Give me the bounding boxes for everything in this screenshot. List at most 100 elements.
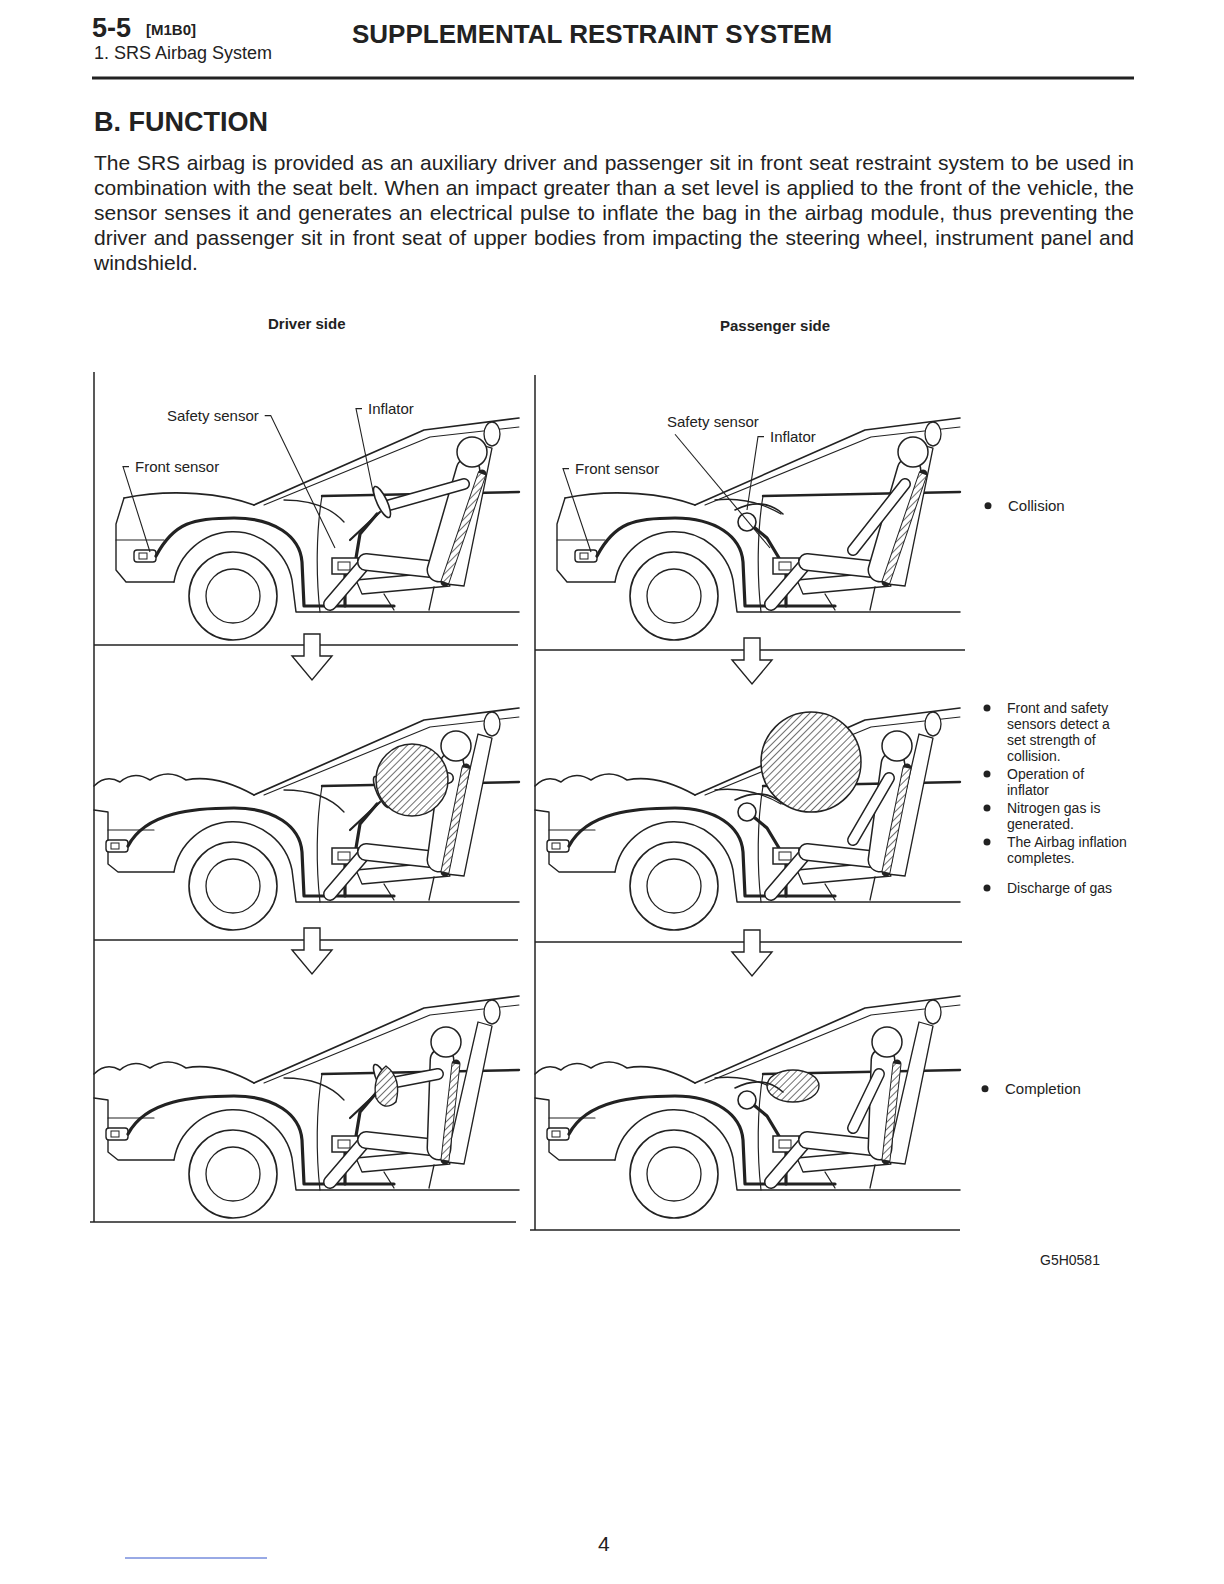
tire xyxy=(189,552,277,640)
front-sensor xyxy=(111,1131,119,1137)
driver-side-car xyxy=(94,996,519,1218)
headrest xyxy=(925,1000,941,1024)
inflator xyxy=(738,1091,756,1109)
passenger-side-car xyxy=(557,418,960,640)
seat-belt xyxy=(445,474,482,582)
section-heading: B. FUNCTION xyxy=(94,107,268,138)
hood xyxy=(124,493,254,505)
safety-sensor xyxy=(779,562,791,570)
stage-note: Collision xyxy=(1008,497,1065,514)
tire xyxy=(189,842,277,930)
leader-line xyxy=(265,416,335,548)
tire xyxy=(630,842,718,930)
wire-harness xyxy=(755,818,779,848)
hood xyxy=(94,774,254,795)
stage-note: Nitrogen gas is generated. xyxy=(1007,800,1127,832)
wire-harness xyxy=(356,514,377,558)
bullet xyxy=(985,502,992,509)
occupant xyxy=(872,1027,902,1057)
steering-column xyxy=(350,802,380,830)
door-line xyxy=(758,496,763,612)
part-name: Safety sensor xyxy=(665,413,761,430)
safety-sensor xyxy=(338,1140,350,1148)
part-name: Inflator xyxy=(366,400,416,417)
wire-harness xyxy=(128,1096,394,1184)
down-arrow xyxy=(732,638,772,684)
seat-belt xyxy=(886,768,907,872)
instrument-panel xyxy=(284,500,344,522)
stage-note: Front and safety sensors detect a set st… xyxy=(1007,700,1127,764)
instrument-panel xyxy=(284,790,344,812)
front-sensor xyxy=(547,840,569,852)
tire xyxy=(630,552,718,640)
airbag xyxy=(375,1066,398,1106)
inflator xyxy=(738,803,756,821)
front-sensor xyxy=(552,1131,560,1137)
headrest xyxy=(484,712,500,736)
instrument-panel xyxy=(284,1078,344,1100)
bumper xyxy=(549,1117,595,1118)
occupant xyxy=(853,1074,879,1128)
headrest xyxy=(925,422,941,446)
front-sensor xyxy=(139,553,147,559)
occupant xyxy=(853,1074,879,1128)
safety-sensor xyxy=(779,1140,791,1148)
panel-frame xyxy=(90,1221,516,1223)
driver-side-car xyxy=(94,708,519,930)
wire-harness xyxy=(755,528,779,558)
part-name: Front sensor xyxy=(573,460,661,477)
link-underline xyxy=(125,1558,267,1559)
seat-belt xyxy=(886,474,923,582)
wheel xyxy=(206,1147,260,1201)
chapter-name: 1. SRS Airbag System xyxy=(94,43,272,64)
part-name: Front sensor xyxy=(133,458,221,475)
seat xyxy=(384,1165,434,1188)
section-code: [M1B0] xyxy=(146,21,196,38)
header-rule xyxy=(92,77,1134,80)
stage-note: Discharge of gas xyxy=(1007,880,1127,896)
bumper xyxy=(557,539,605,540)
wheel xyxy=(647,569,701,623)
panel-frame xyxy=(530,1229,960,1231)
seat xyxy=(384,587,434,610)
seat xyxy=(825,1165,875,1188)
safety-sensor xyxy=(338,852,350,860)
bumper xyxy=(108,1117,154,1118)
seat-belt xyxy=(886,474,923,582)
bullet xyxy=(984,839,991,846)
wire-harness xyxy=(128,808,394,896)
wheel xyxy=(206,569,260,623)
leader-line xyxy=(356,409,374,496)
occupant xyxy=(853,778,889,840)
leader-line xyxy=(563,469,591,552)
seat-belt xyxy=(886,1064,897,1160)
seat-belt xyxy=(445,474,482,582)
headrest xyxy=(925,712,941,736)
tire xyxy=(630,1130,718,1218)
bullet xyxy=(984,805,991,812)
stage-note: Operation of inflator xyxy=(1007,766,1127,798)
safety-sensor xyxy=(338,562,350,570)
occupant xyxy=(457,437,487,467)
steering-wheel xyxy=(370,484,393,519)
front-sensor xyxy=(547,1128,569,1140)
stage-note: Completion xyxy=(1005,1080,1081,1097)
wheel xyxy=(206,859,260,913)
tire xyxy=(189,1130,277,1218)
front-sensor xyxy=(580,553,588,559)
wire-harness xyxy=(356,1092,377,1136)
airbag xyxy=(761,712,861,812)
occupant xyxy=(386,484,464,506)
airbag-cover xyxy=(735,504,783,514)
panel-frame xyxy=(90,372,965,1230)
page-number: 5-5 xyxy=(92,13,131,44)
page-title: SUPPLEMENTAL RESTRAINT SYSTEM xyxy=(352,20,832,50)
front-sensor xyxy=(106,1128,128,1140)
column-heading: Passenger side xyxy=(720,317,830,334)
wire-harness xyxy=(755,1106,779,1136)
wire-harness xyxy=(569,808,835,896)
seat-belt xyxy=(886,1064,897,1160)
hood xyxy=(565,493,695,505)
seat xyxy=(825,587,875,610)
